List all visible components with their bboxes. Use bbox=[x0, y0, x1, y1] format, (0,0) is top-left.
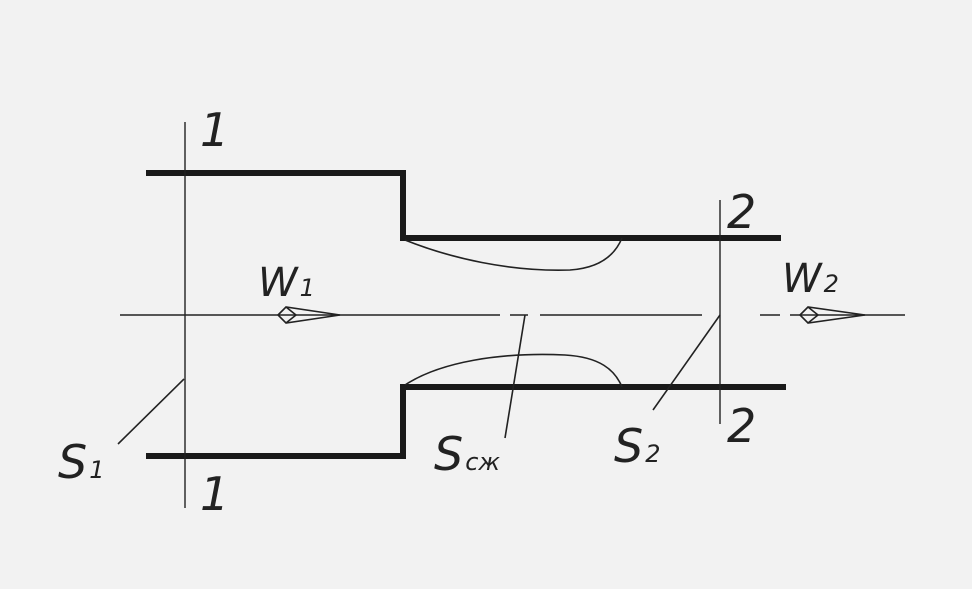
section-2-bottom-label: 2 bbox=[727, 399, 756, 453]
scz-leader bbox=[504, 314, 526, 439]
w1-arrow bbox=[276, 306, 341, 324]
w2-arrow bbox=[798, 306, 866, 324]
upper-pipe-wall bbox=[146, 170, 781, 241]
section-2-top-label: 2 bbox=[727, 185, 756, 239]
w1-label: W1 bbox=[258, 260, 315, 306]
s2-label: S2 bbox=[614, 419, 660, 473]
section-1-top-label: 1 bbox=[200, 103, 229, 157]
lower-contraction-curve bbox=[404, 353, 623, 388]
upper-contraction-curve bbox=[404, 237, 623, 271]
w2-label: W2 bbox=[782, 256, 839, 302]
s1-leader bbox=[117, 378, 185, 445]
section-1-bottom-label: 1 bbox=[200, 467, 229, 521]
s2-leader bbox=[652, 314, 721, 411]
s1-label: S1 bbox=[58, 435, 104, 489]
scz-label: Sсж bbox=[434, 427, 500, 481]
lower-pipe-wall bbox=[146, 384, 786, 459]
